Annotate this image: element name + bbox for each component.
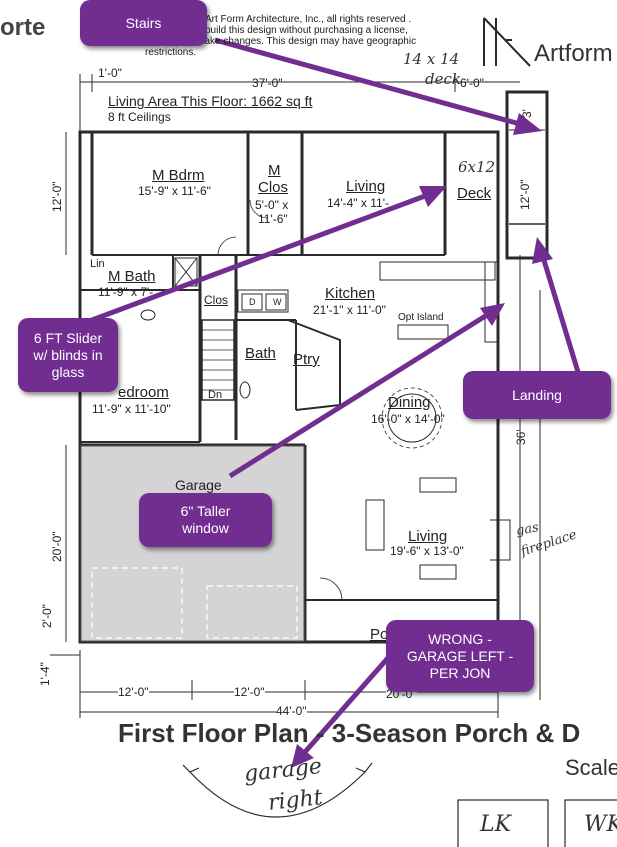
room-garage-name: Garage [175, 477, 222, 493]
room-bedroom-dim: 11'-9" x 11'-10" [92, 402, 171, 416]
room-opt-island-name: Opt Island [398, 312, 444, 323]
slider-arrow [91, 193, 426, 323]
room-dining-dim: 16'-0" x 14'-0" [371, 412, 445, 426]
callout-landing-text: Landing [512, 386, 562, 403]
dim-left-14: 1'-4" [38, 662, 52, 686]
wrong-garage-arrow [303, 640, 404, 754]
room-m-bdrm-dim: 15'-9" x 11'-6" [138, 184, 211, 198]
room-porch-name: Po [370, 626, 389, 643]
room-m-clos-dim1: 5'-0" x [255, 198, 289, 212]
area-label: Living Area This Floor: 1662 sq ft [108, 93, 313, 109]
room-lin-name: Lin [90, 258, 105, 270]
callout-taller-window: 6" Taller window [139, 493, 272, 547]
room-kitchen-name: Kitchen [325, 285, 376, 302]
room-d-name: D [249, 297, 256, 307]
callout-stairs-text: Stairs [125, 14, 162, 31]
plan-title: First Floor Plan - 3-Season Porch & D [118, 718, 581, 748]
brand-fragment: orte [0, 14, 46, 41]
callout-wrong-line-3: PER JON [429, 664, 491, 681]
room-w-name: W [273, 297, 282, 307]
copyright-line-2: build this design without purchasing a l… [205, 25, 408, 36]
plan-scale: Scale [565, 755, 617, 780]
dim-bottom-12b: 12'-0" [234, 685, 265, 699]
room-m-bath-dim: 11'-9" x 7'- [98, 285, 154, 299]
room-bath-name: Bath [245, 345, 276, 362]
stairs-arrow [214, 37, 521, 127]
callout-slider-line-1: 6 FT Slider [33, 329, 103, 346]
callout-taller-line-2: window [182, 520, 229, 536]
signature-wk: WK [584, 812, 617, 837]
dim-top-left: 1'-0" [98, 66, 122, 80]
room-living-top-name: Living [346, 178, 386, 195]
taller-window-arrow [228, 312, 489, 479]
dim-top-right: 6'-0" [460, 76, 484, 90]
room-m-clos-name2: Clos [258, 179, 289, 196]
brand-logo: Artform [534, 40, 613, 67]
room-ptry-name: Ptry [293, 351, 320, 368]
room-living-main-name: Living [408, 528, 448, 545]
note-deck-6x12: 6x12 [458, 158, 496, 176]
dim-left-2: 2'-0" [40, 604, 54, 628]
dim-bottom-44: 44'-0" [276, 704, 307, 718]
dim-right-36: 36' [514, 429, 528, 445]
callout-landing: Landing [463, 371, 611, 419]
dim-left-20: 20'-0" [50, 531, 64, 562]
dim-bottom-12a: 12'-0" [118, 685, 149, 699]
room-m-bath-name: M Bath [108, 268, 156, 285]
room-living-top-dim: 14'-4" x 11'- [327, 196, 389, 210]
note-deck-size-2: deck [425, 70, 461, 88]
callout-stairs: Stairs [80, 0, 207, 46]
callout-taller-line-1: 6" Taller [180, 503, 231, 519]
dim-deck-3: 3' [520, 109, 534, 118]
room-deck-name: Deck [457, 185, 492, 202]
room-clos-name: Clos [204, 293, 229, 307]
note-deck-size-1: 14 x 14 [403, 50, 460, 68]
callout-slider-line-3: glass [51, 363, 85, 380]
callout-wrong-garage: WRONG - GARAGE LEFT - PER JON [386, 620, 534, 692]
copyright-block: Art Form Architecture, Inc., all rights … [145, 14, 465, 58]
room-m-bdrm-name: M Bdrm [152, 167, 205, 184]
room-kitchen-dim: 21'-1" x 11'-0" [313, 303, 386, 317]
callout-wrong-line-2: GARAGE LEFT - [406, 647, 514, 664]
room-dining-name: Dining [388, 394, 431, 411]
room-bedroom-name: edroom [118, 384, 169, 401]
room-dn-name: Dn [208, 389, 223, 401]
dim-deck-12: 12'-0" [518, 179, 532, 210]
signature-lk: LK [480, 812, 512, 837]
room-living-main-dim: 19'-6" x 13'-0" [390, 544, 464, 558]
callout-slider-line-2: w/ blinds in [33, 346, 103, 363]
room-m-clos-name1: M [268, 162, 281, 179]
logo-mark [483, 17, 531, 67]
room-m-clos-dim2: 11'-6" [258, 212, 288, 226]
callout-wrong-line-1: WRONG - [428, 630, 492, 647]
landing-arrow [540, 256, 581, 373]
copyright-line-3: even if you make changes. This design ma… [145, 36, 417, 47]
ceilings-label: 8 ft Ceilings [108, 110, 171, 124]
copyright-line-1: Art Form Architecture, Inc., all rights … [205, 14, 412, 25]
dim-left-12: 12'-0" [50, 181, 64, 212]
copyright-line-4: restrictions. [145, 47, 197, 58]
dim-top-main: 37'-0" [252, 76, 283, 90]
callout-slider: 6 FT Slider w/ blinds in glass [18, 318, 118, 392]
